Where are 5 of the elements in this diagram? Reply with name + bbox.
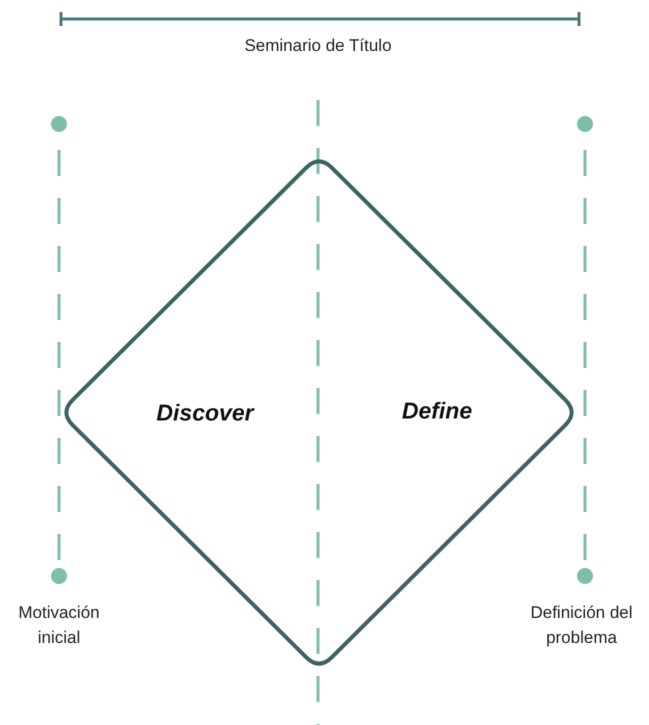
caption-text: Motivación inicial xyxy=(17,602,101,649)
caption-text: Definición del problema xyxy=(529,602,634,649)
phase-title: Define xyxy=(402,398,472,424)
phase-title: Discover xyxy=(156,400,254,426)
caption-text: Seminario de Título xyxy=(243,35,393,57)
